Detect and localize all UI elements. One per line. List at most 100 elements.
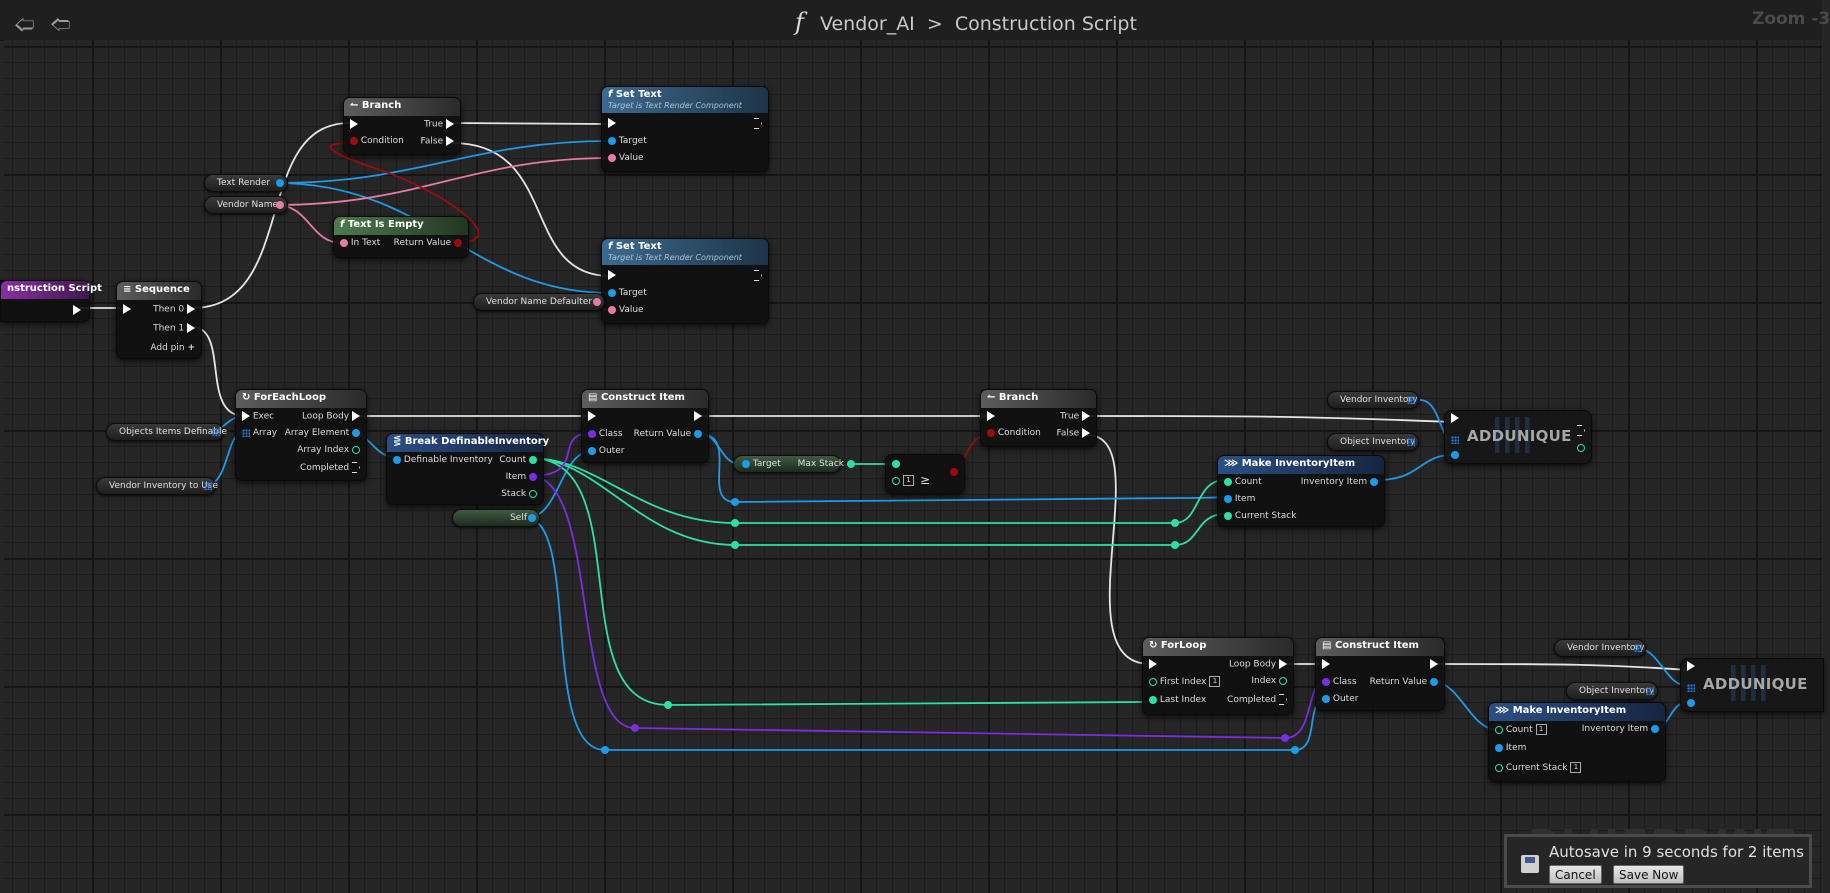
count-pin[interactable] (529, 455, 537, 464)
array-index-pin[interactable] (352, 445, 360, 454)
add-unique-node-1[interactable]: ADDUNIQUE (1444, 410, 1592, 464)
break-definable-inventory-node[interactable]: ⋚ Break DefinableInventory Definable Inv… (386, 433, 549, 505)
exec-out-pin[interactable] (1577, 425, 1585, 436)
array-output-pin[interactable] (204, 482, 212, 490)
loop-body-pin[interactable] (1279, 659, 1287, 669)
array-element-pin[interactable] (352, 428, 360, 437)
vendor-name-variable[interactable]: Vendor Name (204, 196, 288, 214)
target-pin[interactable] (608, 288, 616, 297)
inventory-item-pin[interactable] (1370, 477, 1378, 486)
exec-out-pin[interactable] (694, 411, 702, 421)
output-pin[interactable] (276, 201, 284, 209)
construction-script-node[interactable]: nstruction Script (0, 280, 102, 322)
index-pin[interactable] (1279, 676, 1287, 685)
item-pin[interactable] (1495, 743, 1503, 752)
branch-node-2[interactable]: ↼ Branch Condition True False (980, 389, 1097, 447)
false-pin[interactable] (446, 136, 454, 146)
b-value[interactable]: 1 (903, 475, 914, 486)
return-index-pin[interactable] (1577, 443, 1585, 452)
array-output-pin[interactable] (1634, 644, 1642, 652)
current-stack-pin[interactable] (1224, 511, 1232, 520)
branch-node-1[interactable]: ↼ Branch Condition True False (343, 97, 461, 155)
vendor-inventory-to-use-variable[interactable]: Vendor Inventory to Use (96, 477, 218, 495)
exec-out-pin[interactable] (754, 270, 762, 281)
count-value[interactable]: 1 (1535, 724, 1547, 735)
value-pin[interactable] (608, 305, 616, 314)
return-value-pin[interactable] (1430, 677, 1438, 686)
count-pin[interactable] (1495, 725, 1503, 734)
exec-in-pin[interactable] (123, 304, 131, 314)
object-inventory-variable-2[interactable]: Object Inventory (1566, 682, 1658, 700)
target-pin[interactable] (608, 136, 616, 145)
true-pin[interactable] (446, 119, 454, 129)
back-arrow-icon[interactable]: 🢠 (14, 12, 35, 36)
completed-pin[interactable] (1279, 694, 1287, 705)
loop-body-pin[interactable] (352, 411, 360, 421)
target-array-pin[interactable] (1687, 683, 1695, 692)
current-stack-value[interactable]: 1 (1570, 762, 1582, 773)
cancel-button[interactable]: Cancel (1549, 865, 1602, 884)
array-output-pin[interactable] (212, 428, 220, 436)
add-pin-button[interactable]: Add pin + (150, 343, 195, 353)
current-stack-pin[interactable] (1495, 763, 1503, 772)
array-output-pin[interactable] (1407, 438, 1415, 446)
item-pin[interactable] (529, 472, 537, 481)
exec-out-pin[interactable] (1430, 659, 1438, 669)
max-stack-pin[interactable] (846, 459, 855, 468)
breadcrumb-blueprint[interactable]: Vendor_AI (819, 13, 915, 35)
make-inventory-item-node-1[interactable]: ⋙ Make InventoryItem Count Item Current … (1217, 455, 1385, 527)
vendor-inventory-variable-1[interactable]: Vendor Inventory (1327, 391, 1419, 409)
array-output-pin[interactable] (1646, 687, 1654, 695)
first-index-pin[interactable] (1149, 677, 1157, 686)
output-pin[interactable] (276, 179, 284, 187)
sequence-node[interactable]: ≡ Sequence Then 0 Then 1 Add pin + (116, 281, 202, 359)
construct-item-node-1[interactable]: ▤ Construct Item Class Outer Return Valu… (581, 389, 709, 463)
target-array-pin[interactable] (1451, 435, 1459, 444)
condition-pin[interactable] (350, 136, 358, 145)
construct-item-node-2[interactable]: ▤ Construct Item Class Outer Return Valu… (1315, 637, 1445, 711)
definable-inventory-pin[interactable] (393, 455, 401, 464)
return-value-pin[interactable] (694, 429, 702, 438)
item-pin[interactable] (1224, 494, 1232, 503)
false-pin[interactable] (1082, 428, 1090, 438)
add-unique-node-2[interactable]: ADDUNIQUE (1680, 658, 1824, 712)
inventory-item-pin[interactable] (1651, 724, 1659, 733)
first-index-value[interactable]: 1 (1209, 676, 1221, 687)
forward-arrow-icon[interactable]: 🢢 (50, 12, 71, 36)
vendor-inventory-variable-2[interactable]: Vendor Inventory (1554, 639, 1646, 657)
text-render-variable[interactable]: Text Render (204, 174, 288, 192)
array-pin[interactable] (242, 428, 250, 437)
exec-in-pin[interactable] (1149, 659, 1157, 669)
save-now-button[interactable]: Save Now (1613, 865, 1685, 884)
class-pin[interactable] (588, 429, 596, 438)
exec-in-pin[interactable] (242, 411, 250, 421)
stack-pin[interactable] (529, 489, 537, 498)
exec-in-pin[interactable] (1687, 661, 1695, 671)
true-pin[interactable] (1082, 411, 1090, 421)
then0-pin[interactable] (187, 304, 195, 314)
then1-pin[interactable] (187, 323, 195, 333)
completed-pin[interactable] (352, 462, 360, 473)
b-pin[interactable] (892, 476, 900, 485)
object-inventory-variable-1[interactable]: Object Inventory (1327, 433, 1419, 451)
outer-pin[interactable] (1322, 694, 1330, 703)
output-pin[interactable] (593, 298, 601, 306)
in-text-pin[interactable] (340, 238, 348, 247)
exec-in-pin[interactable] (608, 270, 616, 280)
exec-in-pin[interactable] (1322, 659, 1330, 669)
new-item-pin[interactable] (1451, 450, 1459, 459)
max-stack-node[interactable]: Target Max Stack (733, 455, 855, 473)
count-pin[interactable] (1224, 477, 1232, 486)
exec-out-pin[interactable] (73, 305, 81, 315)
exec-out-pin[interactable] (754, 118, 762, 129)
class-pin[interactable] (1322, 677, 1330, 686)
last-index-pin[interactable] (1149, 695, 1157, 704)
vendor-name-defaulter-variable[interactable]: Vendor Name Defaulter (473, 293, 605, 311)
return-value-pin[interactable] (454, 238, 462, 247)
self-reference[interactable]: Self (452, 509, 540, 527)
compare-int-node[interactable]: 1 ≥ (885, 454, 965, 494)
